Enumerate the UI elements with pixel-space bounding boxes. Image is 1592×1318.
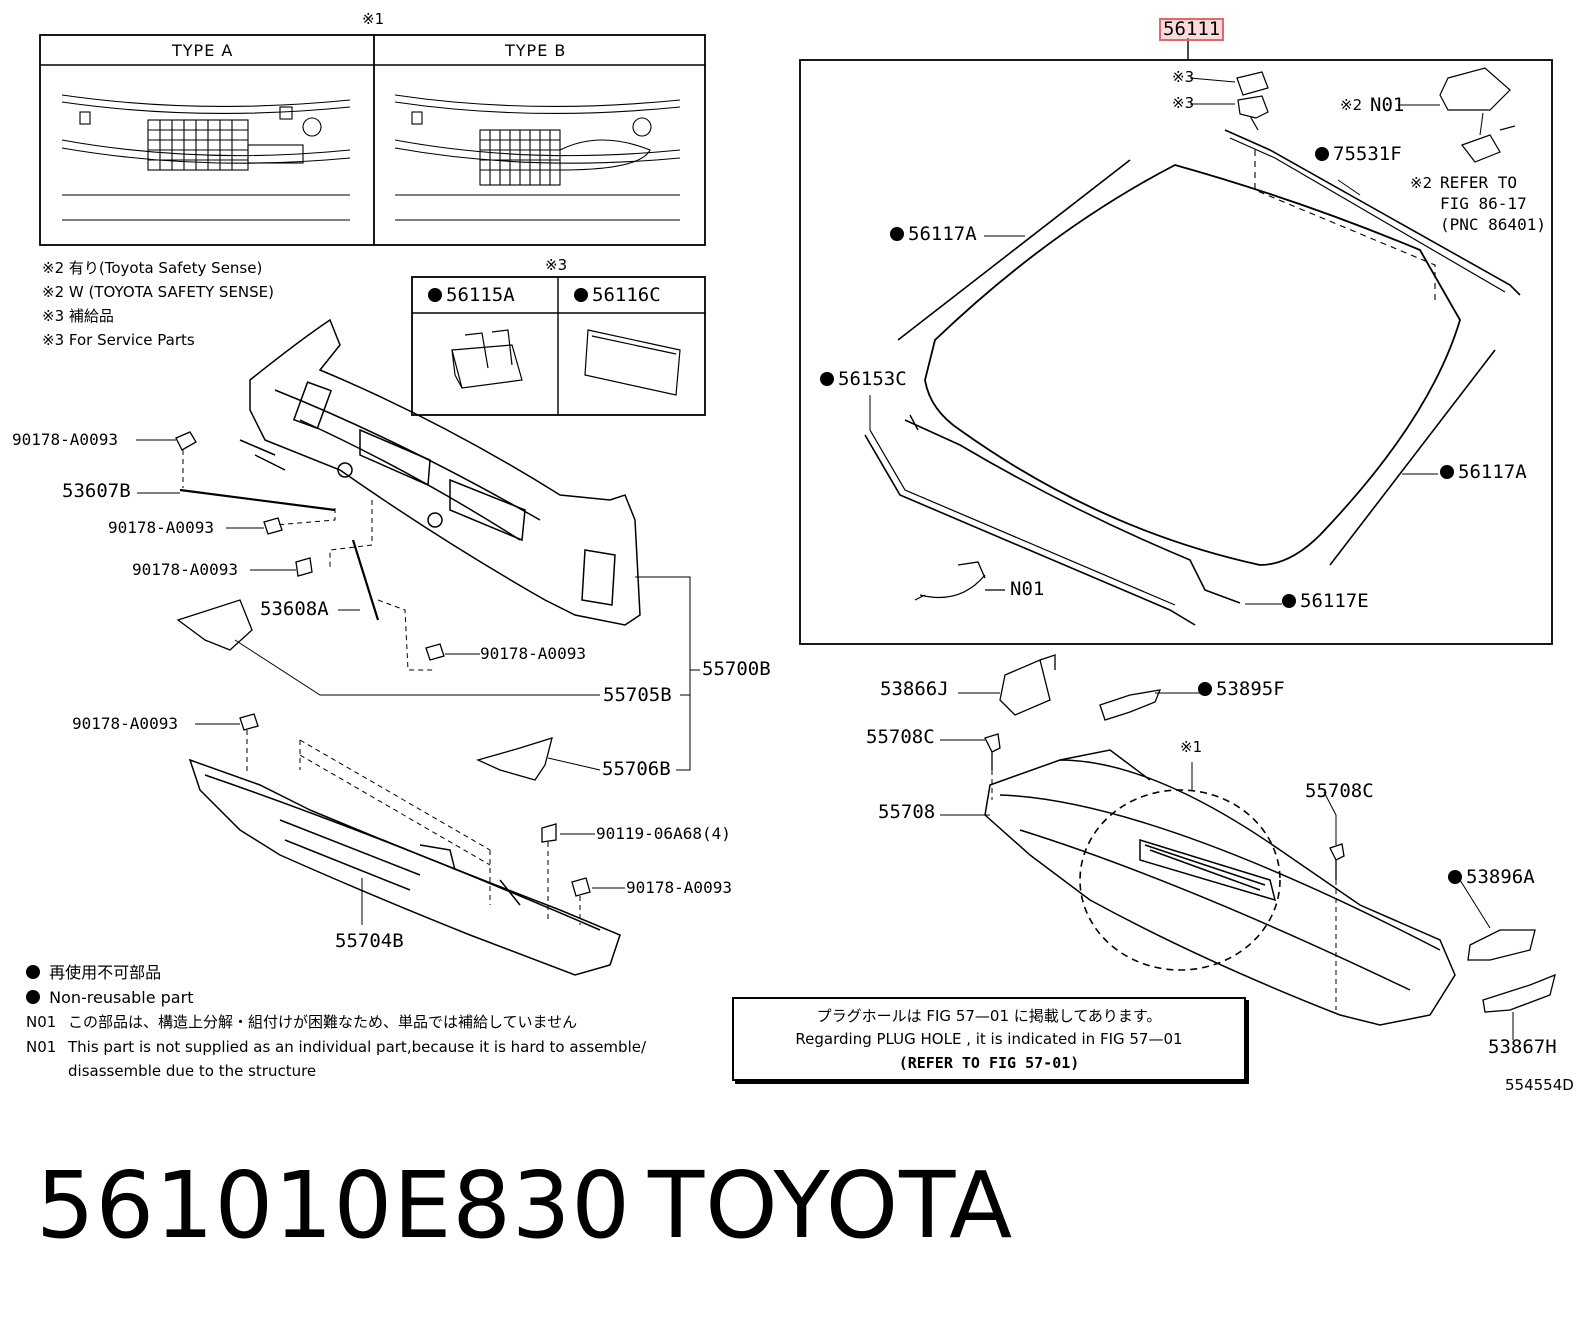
part-53896A-sketch <box>1467 929 1536 961</box>
part-53866J-sketch <box>999 659 1051 716</box>
bar-53608A <box>351 539 380 621</box>
part-55705B[interactable]: 55705B <box>603 684 672 706</box>
note-line: ※3 補給品 <box>42 307 114 325</box>
note-line: ※3 For Service Parts <box>42 331 195 349</box>
type-b-header: TYPE B <box>505 41 567 60</box>
part-53895F[interactable]: 53895F <box>1198 680 1285 699</box>
plug-note-en: Regarding PLUG HOLE , it is indicated in… <box>795 1030 1183 1048</box>
non-reusable-dot-icon <box>1440 465 1454 479</box>
part-55704B[interactable]: 55704B <box>335 930 404 952</box>
legend-n01-tag: N01 <box>26 1038 57 1056</box>
part-56111-highlight[interactable]: 56111 <box>1158 18 1225 41</box>
louver-55704B-sketch <box>188 758 621 976</box>
legend-reuse-en: Non-reusable part <box>26 990 193 1006</box>
left-leader-lines <box>136 439 700 925</box>
ref-mark: ※1 <box>1180 738 1203 756</box>
part-90178-A0093[interactable]: 90178-A0093 <box>132 560 238 579</box>
non-reusable-dot-icon <box>574 288 588 302</box>
part-53867H-sketch <box>1482 973 1556 1013</box>
part-75531F[interactable]: 75531F <box>1315 145 1402 164</box>
legend-n01-en: disassemble due to the structure <box>68 1062 317 1080</box>
part-n01-top[interactable]: N01 <box>1370 94 1405 116</box>
part-90178-A0093[interactable]: 90178-A0093 <box>108 518 214 537</box>
ref-mark-3: ※3 <box>545 256 568 274</box>
type-b-sketch <box>394 94 681 221</box>
spacer-56116C-sketch <box>584 329 681 396</box>
note-line: ※2 W (TOYOTA SAFETY SENSE) <box>42 283 274 301</box>
cowl-panel-55708-sketch <box>984 749 1456 1026</box>
detail-circle <box>1079 789 1281 971</box>
cowl-top-panel-sketch <box>239 318 641 626</box>
part-56116C[interactable]: 56116C <box>574 286 661 305</box>
part-90178-A0093[interactable]: 90178-A0093 <box>626 878 732 897</box>
part-90178-A0093[interactable]: 90178-A0093 <box>12 430 118 449</box>
non-reusable-dot-icon <box>428 288 442 302</box>
non-reusable-dot-icon <box>890 227 904 241</box>
plug-hole-note-box: プラグホールは FIG 57—01 に掲載してあります。 Regarding P… <box>732 997 1246 1081</box>
bar-53607B <box>179 488 336 512</box>
non-reusable-dot-icon <box>1315 147 1329 161</box>
non-reusable-dot-icon <box>1198 682 1212 696</box>
part-n01-bottom[interactable]: N01 <box>1010 578 1045 600</box>
refer-text: FIG 86-17 <box>1440 194 1527 213</box>
legend-reuse-jp: 再使用不可部品 <box>26 965 161 981</box>
non-reusable-dot-icon <box>26 965 40 979</box>
part-56115A[interactable]: 56115A <box>428 286 515 305</box>
part-56117A[interactable]: 56117A <box>890 225 977 244</box>
ref-mark: ※3 <box>1172 68 1195 86</box>
type-detail-frame <box>39 34 706 246</box>
part-53607B[interactable]: 53607B <box>62 480 131 502</box>
ref-mark-1: ※1 <box>362 10 385 28</box>
legend-n01-jp: この部品は、構造上分解・組付けが困難なため、単品では補給していません <box>68 1013 578 1031</box>
type-a-header: TYPE A <box>172 41 234 60</box>
part-55700B[interactable]: 55700B <box>702 658 771 680</box>
part-53896A[interactable]: 53896A <box>1448 868 1535 887</box>
non-reusable-dot-icon <box>26 990 40 1004</box>
part-53895F-sketch <box>1099 689 1162 721</box>
part-55708C[interactable]: 55708C <box>866 726 935 748</box>
part-56117A[interactable]: 56117A <box>1440 463 1527 482</box>
clip-56115A-sketch <box>451 329 523 389</box>
legend-n01-en: This part is not supplied as an individu… <box>68 1038 647 1056</box>
part-55706B[interactable]: 55706B <box>602 758 671 780</box>
part-90178-A0093[interactable]: 90178-A0093 <box>480 644 586 663</box>
part-56153C[interactable]: 56153C <box>820 370 907 389</box>
note-line: ※2 有り(Toyota Safety Sense) <box>42 259 263 277</box>
type-a-sketch <box>61 94 351 221</box>
non-reusable-dot-icon <box>1282 594 1296 608</box>
refer-text: (PNC 86401) <box>1440 215 1546 234</box>
non-reusable-dot-icon <box>1448 870 1462 884</box>
footer-brand: TOYOTA <box>648 1152 1014 1259</box>
legend-n01-tag: N01 <box>26 1013 57 1031</box>
windshield-group-frame <box>799 59 1553 645</box>
non-reusable-dot-icon <box>820 372 834 386</box>
part-53867H[interactable]: 53867H <box>1488 1036 1557 1058</box>
part-53866J[interactable]: 53866J <box>880 678 949 700</box>
part-90178-A0093[interactable]: 90178-A0093 <box>72 714 178 733</box>
diagram-code: 554554D <box>1505 1076 1574 1094</box>
part-90119-06A68[interactable]: 90119-06A68(4) <box>596 824 731 843</box>
part-55708[interactable]: 55708 <box>878 801 936 823</box>
footer-part-number: 561010E830 <box>36 1152 631 1259</box>
ref-mark: ※3 <box>1172 94 1195 112</box>
windshield-glass <box>924 164 1461 566</box>
ref-mark: ※2 <box>1410 174 1433 192</box>
bracket-55705B <box>176 599 253 651</box>
ref-mark: ※2 <box>1340 96 1363 114</box>
refer-text: REFER TO <box>1440 173 1518 192</box>
plug-note-refer: (REFER TO FIG 57-01) <box>898 1054 1080 1072</box>
left-dashed-lines <box>182 450 581 925</box>
left-fasteners <box>175 431 591 897</box>
plug-note-jp: プラグホールは FIG 57—01 に掲載してあります。 <box>816 1007 1162 1025</box>
bracket-55706B <box>476 737 553 781</box>
part-56117E[interactable]: 56117E <box>1282 592 1369 611</box>
part-53608A[interactable]: 53608A <box>260 598 329 620</box>
part-55708C[interactable]: 55708C <box>1305 780 1374 802</box>
